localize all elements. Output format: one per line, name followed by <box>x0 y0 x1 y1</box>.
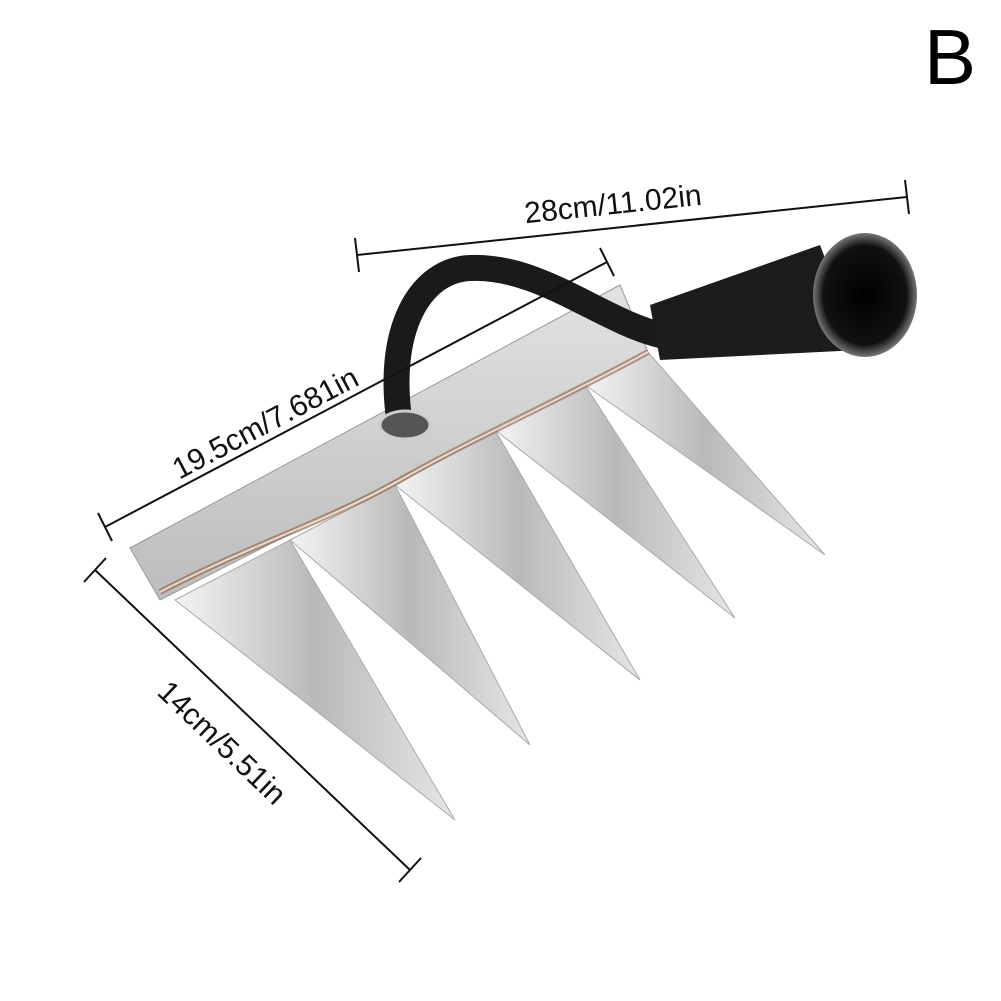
handle-neck <box>383 254 673 438</box>
handle-socket <box>650 245 860 360</box>
tine <box>174 539 456 821</box>
dimension-total-length-text: 28cm/11.02in <box>523 179 703 230</box>
socket-opening <box>813 233 917 357</box>
rake-tines <box>174 351 826 821</box>
dimension-tine-length-text: 14cm/5.51in <box>151 675 292 812</box>
variant-label: B <box>924 13 976 101</box>
